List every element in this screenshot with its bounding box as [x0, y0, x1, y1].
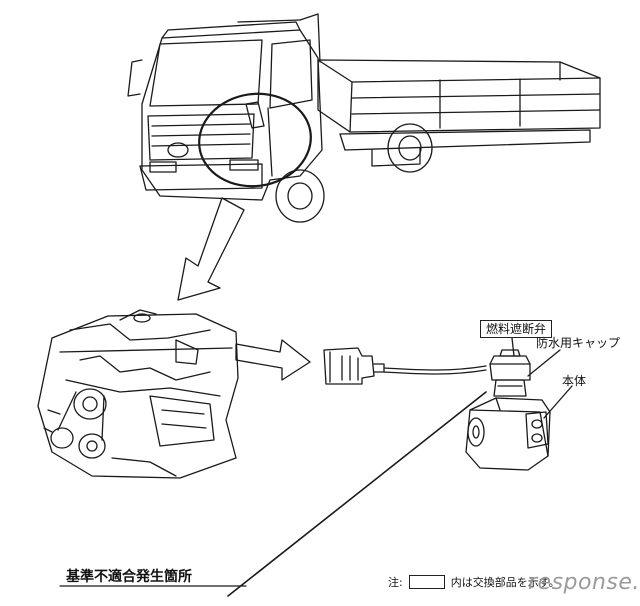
highlight-circle: [198, 92, 312, 188]
leader-title-to-valve: [227, 391, 487, 597]
leader-waterproof-cap: [527, 349, 561, 377]
replacement-part-sample-box: [408, 575, 445, 589]
connector: [323, 347, 385, 385]
harness-wire: [383, 365, 487, 371]
engine-illustration: [37, 309, 239, 479]
leader-fuel-cut-valve: [511, 337, 515, 357]
fuel-cut-valve-label: 燃料遮断弁: [480, 320, 553, 338]
defect-location-title: 基準不適合発生箇所: [66, 569, 192, 585]
leader-body: [543, 385, 573, 419]
arrow-engine-to-valve: [235, 339, 311, 381]
body-label: 本体: [562, 374, 587, 388]
watermark: response.: [528, 570, 640, 595]
note-prefix: 注:: [388, 576, 403, 589]
fuel-cut-valve: [465, 349, 551, 471]
waterproof-cap-label: 防水用キャップ: [536, 336, 621, 350]
legend-note: 注: 内は交換部品を示す。: [388, 574, 560, 590]
arrow-truck-to-engine: [177, 197, 245, 301]
note-suffix: 内は交換部品を示す。: [450, 576, 560, 589]
truck-illustration: [127, 13, 601, 223]
